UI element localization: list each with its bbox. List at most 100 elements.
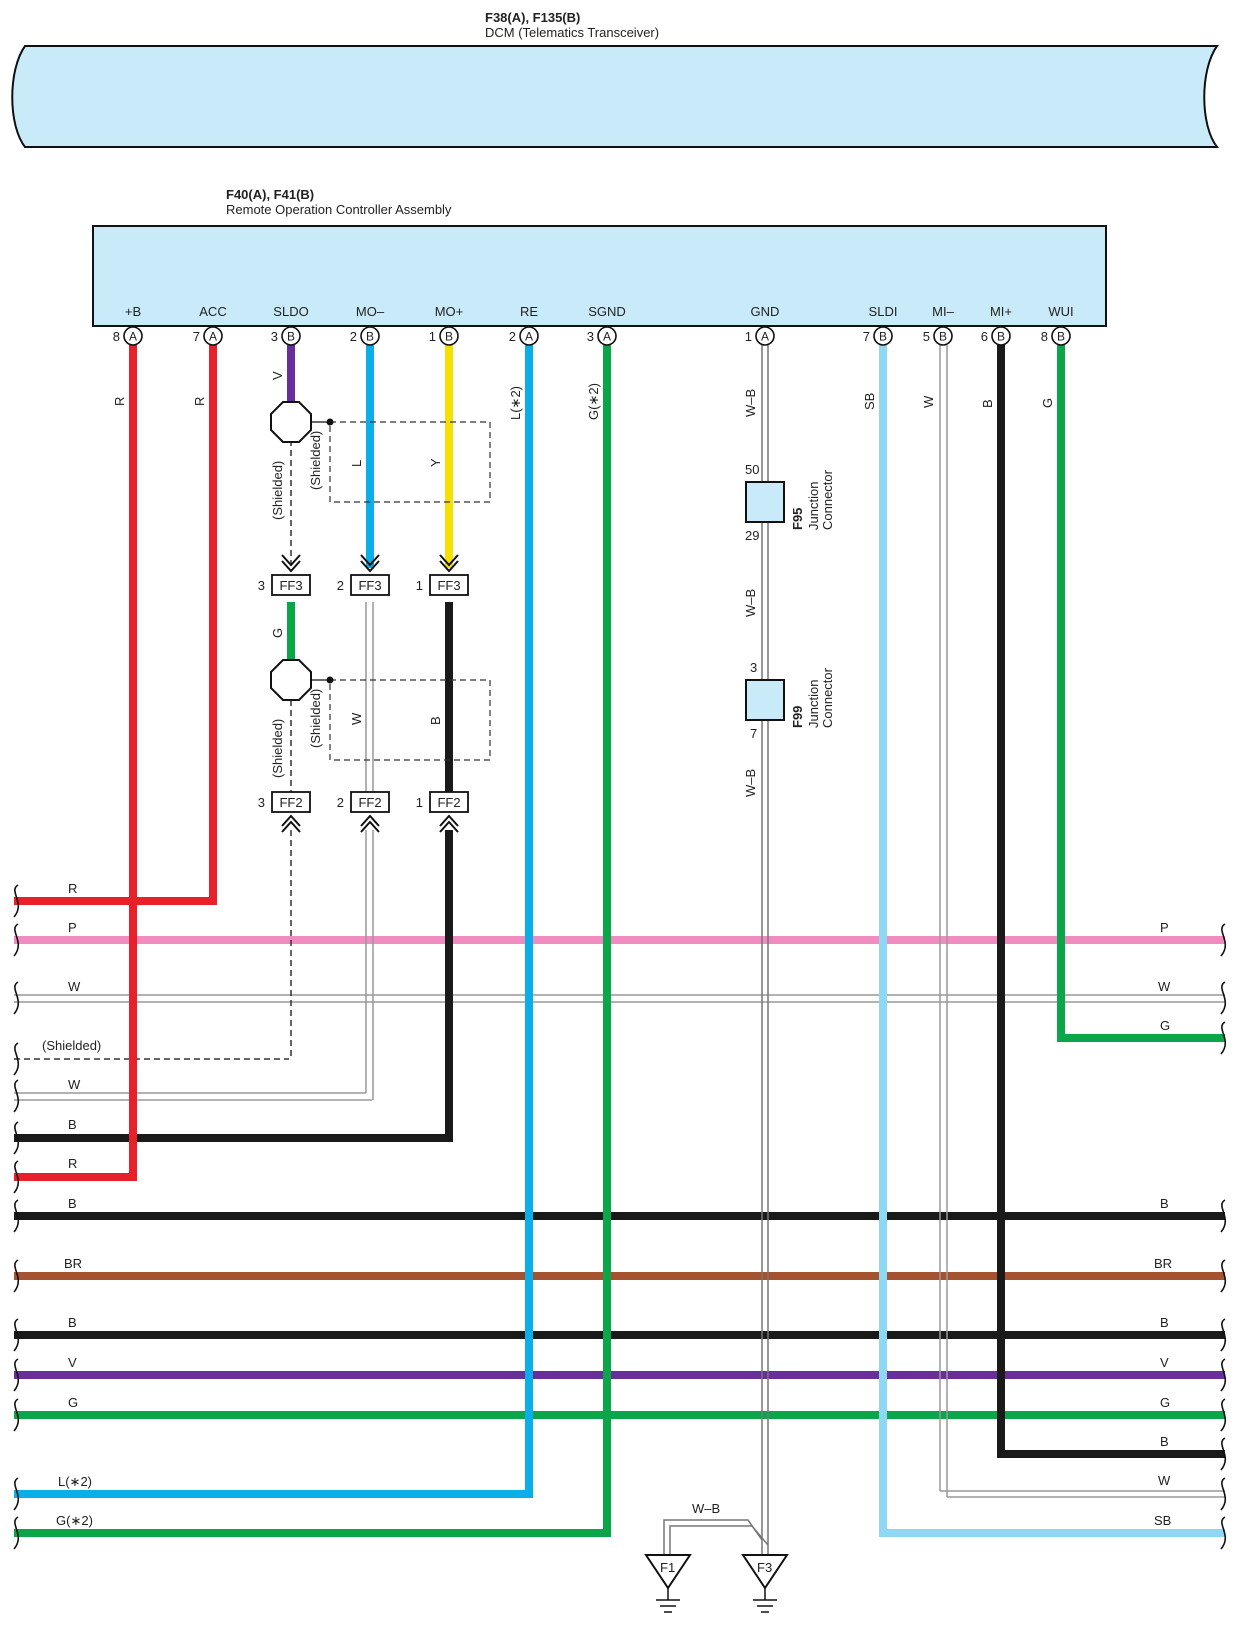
right-break-mark (1220, 1358, 1227, 1392)
left-break-mark (13, 923, 20, 957)
dcm-component: F38(A), F135(B) DCM (Telematics Transcei… (11, 10, 1220, 148)
vertical-wires (129, 345, 1065, 1555)
ground-f3-label: F3 (757, 1560, 772, 1575)
right-label-6: V (1160, 1355, 1169, 1370)
ff3-chevron-icon (281, 554, 301, 567)
left-break-mark (13, 1516, 20, 1550)
ground-f1-label: F1 (660, 1560, 675, 1575)
left-label-3: (Shielded) (42, 1038, 101, 1053)
left-label-9: B (68, 1315, 77, 1330)
left-bus (14, 897, 1225, 1537)
right-label-10: SB (1154, 1513, 1171, 1528)
pin-connector-letter: B (287, 330, 295, 344)
pin-label: +B (125, 304, 141, 319)
label-shield-1-wire-a: L (349, 460, 364, 467)
left-break-mark (13, 1121, 20, 1155)
left-label-12: L(∗2) (58, 1474, 92, 1489)
ff3-code: FF3 (279, 578, 302, 593)
label-sldo-mid-wire: G (270, 628, 285, 638)
right-break-mark (1220, 981, 1227, 1015)
label-shield-2-wire-b: B (428, 716, 443, 725)
right-break-mark (1220, 1477, 1227, 1511)
right-break-mark (1220, 923, 1227, 957)
dcm-name: DCM (Telematics Transceiver) (485, 25, 659, 40)
ff2-chevron-icon (439, 814, 459, 827)
pin-number: 2 (509, 329, 516, 344)
junction-f95-box (745, 481, 785, 523)
junction-f99-pin-bottom: 7 (750, 726, 757, 741)
right-label-0: P (1160, 920, 1169, 935)
right-break-mark (1220, 1516, 1227, 1550)
left-break-mark (13, 1358, 20, 1392)
pin-connector-circle (933, 326, 953, 346)
ff2-box (429, 791, 469, 813)
pin-number: 1 (745, 329, 752, 344)
left-label-0: R (68, 881, 77, 896)
left-break-mark (13, 1318, 20, 1352)
pin-connector-letter: A (525, 330, 533, 344)
pin-4: MO+B1 (429, 304, 463, 346)
label-miplus-wire: B (980, 399, 995, 408)
ff3-chevron-icon (281, 560, 301, 573)
right-label-8: B (1160, 1434, 1169, 1449)
ff2-chevron-icon (439, 820, 459, 833)
label-gnd-wire-2: W–B (743, 589, 758, 617)
pin-label: RE (520, 304, 538, 319)
left-label-1: P (68, 920, 77, 935)
label-gnd-wire-1: W–B (743, 389, 758, 417)
pin-10: MI+B6 (981, 304, 1012, 346)
ff2-pin: 1 (416, 795, 423, 810)
pin-connector-circle (1051, 326, 1071, 346)
pin-label: GND (751, 304, 780, 319)
junction-f99-name1: Junction (806, 680, 821, 728)
pin-0: +BA8 (113, 304, 143, 346)
left-bus-labels: R P W (Shielded) W B R B BR B V G L(∗2) … (42, 881, 101, 1528)
pin-connector-letter: B (879, 330, 887, 344)
right-bus-labels: P W G B BR B V G B W SB (1154, 920, 1172, 1528)
pin-number: 5 (923, 329, 930, 344)
ground-f1-triangle (644, 1554, 692, 1590)
shield-dot-2 (326, 676, 334, 684)
break-marks (13, 884, 1227, 1550)
pin-number: 1 (429, 329, 436, 344)
label-plusb-wire: R (112, 397, 127, 406)
dcm-code: F38(A), F135(B) (485, 10, 580, 25)
ff3-code: FF3 (358, 578, 381, 593)
pin-number: 6 (981, 329, 988, 344)
pin-connector-circle (203, 326, 223, 346)
pin-number: 7 (193, 329, 200, 344)
junction-f99-pin-top: 3 (750, 660, 757, 675)
ground-section: W–B F1 F3 (644, 1501, 789, 1613)
pin-connector-letter: B (1057, 330, 1065, 344)
left-label-4: W (68, 1077, 81, 1092)
pin-connector-letter: A (209, 330, 217, 344)
left-break-mark (13, 981, 20, 1015)
label-shield-1-wire-b: Y (428, 458, 443, 467)
shield-octagon-2 (270, 659, 312, 701)
junction-f95: 50 29 F95 Junction Connector (745, 462, 835, 543)
right-label-1: W (1158, 979, 1171, 994)
pin-headers: +BA8ACCA7SLDOB3MO–B2MO+B1REA2SGNDA3GNDA1… (113, 304, 1074, 346)
ff3-chevron-icon (439, 554, 459, 567)
pin-connector-letter: B (366, 330, 374, 344)
pin-connector-circle (991, 326, 1011, 346)
pin-number: 8 (113, 329, 120, 344)
right-label-4: BR (1154, 1256, 1172, 1271)
junction-f99-code: F99 (790, 706, 805, 728)
left-label-5: B (68, 1117, 77, 1132)
label-sgnd-wire: G(∗2) (586, 383, 601, 420)
ff2-box (350, 791, 390, 813)
pin-label: MO– (356, 304, 385, 319)
right-break-mark (1220, 1398, 1227, 1432)
junction-f95-pin-top: 50 (745, 462, 759, 477)
pin-number: 7 (863, 329, 870, 344)
pin-9: MI–B5 (923, 304, 955, 346)
right-break-mark (1220, 1318, 1227, 1352)
